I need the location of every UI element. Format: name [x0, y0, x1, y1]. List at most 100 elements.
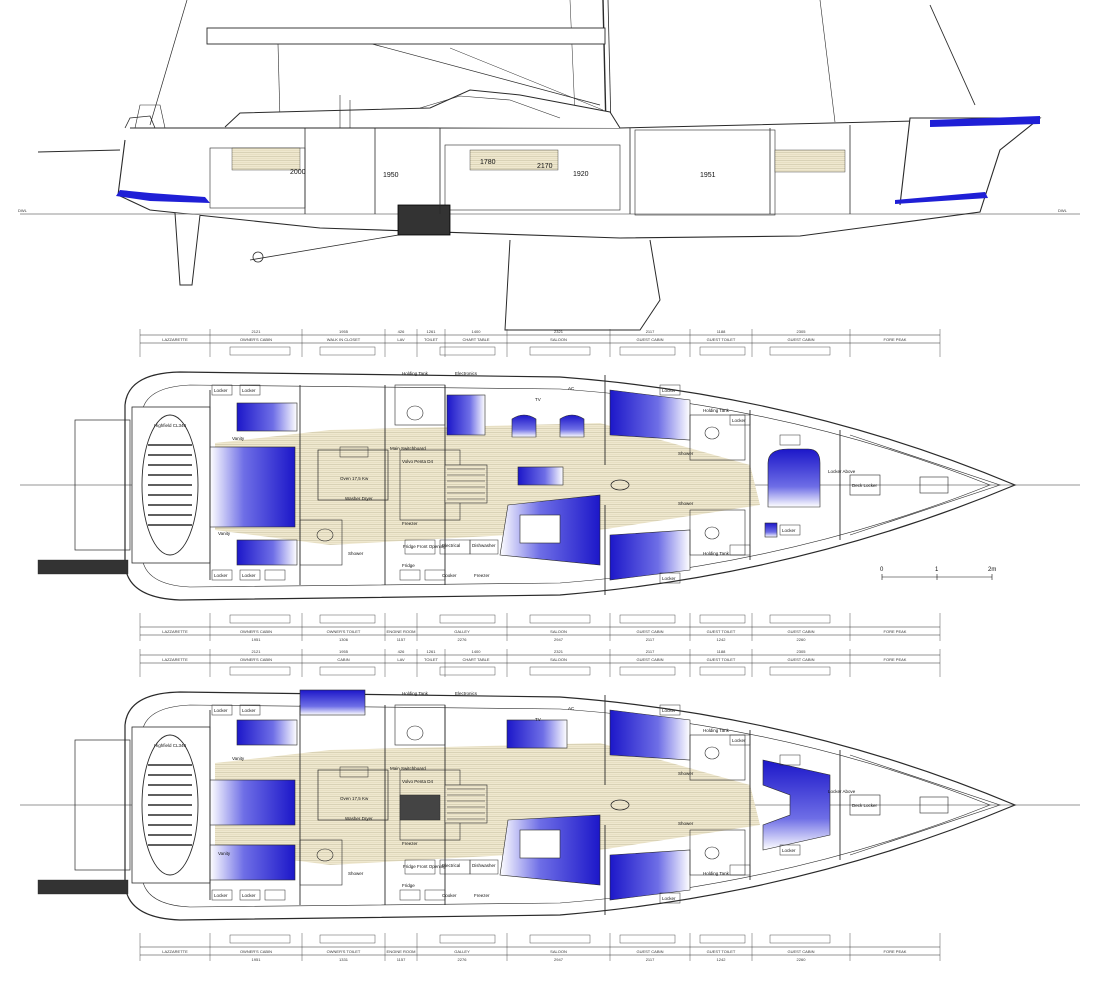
locker-label-2: Locker	[242, 708, 256, 713]
bottom-zone-label: OWNER'S TOILET	[327, 949, 361, 954]
locker	[729, 544, 751, 556]
anchor-locker	[919, 796, 949, 814]
height-dim-4: 2170	[537, 163, 553, 170]
guest-head-stbd	[689, 829, 746, 876]
toilet-bowl-aft	[316, 848, 334, 862]
aft-head	[299, 839, 343, 886]
locker	[729, 864, 751, 876]
deck-locker-label: Deck Locker	[852, 803, 878, 808]
vanity-label-top: Vanity	[232, 756, 245, 761]
passerelle	[37, 559, 129, 575]
fwd-head	[394, 704, 446, 746]
bottom-dimension: 1306	[339, 637, 349, 642]
locker-label-5: Locker	[662, 388, 676, 393]
header-cell	[769, 666, 831, 676]
bottom-zone-label: SALOON	[550, 629, 567, 634]
owner-settee	[236, 719, 298, 746]
owner-berth	[209, 446, 296, 528]
fridge-unit	[404, 539, 436, 555]
waterline-label-left: DWL	[18, 208, 28, 213]
vang	[349, 37, 601, 106]
top-dimension: 2305	[797, 649, 807, 654]
keel	[504, 239, 661, 331]
companionway	[444, 784, 488, 824]
bottom-zone-label: FORE PEAK	[884, 629, 907, 634]
locker	[239, 889, 261, 901]
scale-bar-label-2: 2m	[988, 567, 996, 573]
bottom-dimension: 2117	[646, 637, 655, 642]
locker	[264, 889, 286, 901]
teak-strip-saloon	[469, 149, 559, 171]
locker-label-3: Locker	[214, 573, 228, 578]
stern-pulpit	[134, 104, 166, 129]
aft-shower-label: Shower	[348, 551, 364, 556]
top-dimension: 2321	[554, 329, 564, 334]
locker	[779, 434, 801, 446]
owner-settee	[236, 402, 298, 432]
locker	[211, 384, 233, 396]
top-zone-label: SALOON	[550, 337, 567, 342]
freezer-label-top: Freezer	[402, 521, 418, 526]
switch-panel	[339, 446, 369, 458]
toilet-bowl-guest	[704, 426, 720, 440]
header-cell	[699, 346, 746, 356]
hull	[117, 117, 1042, 239]
locker-label-7: Locker	[782, 528, 796, 533]
coachroof	[224, 89, 621, 129]
fridge-front-label: Fridge Front Opening	[403, 544, 446, 549]
armchair-2	[559, 414, 585, 438]
teak-floor	[215, 743, 760, 865]
top-dimension: 1188	[717, 329, 726, 334]
tv-label: TV	[535, 397, 541, 402]
locker-label-1: Locker	[214, 388, 228, 393]
guest-holding-tank-top: Holding Tank	[703, 408, 730, 413]
top-dimension: 1400	[472, 329, 482, 334]
guest-head-port	[689, 734, 746, 781]
header-cell	[319, 346, 376, 356]
guest-holding-tank-bottom: Holding Tank	[703, 551, 730, 556]
bottom-zone-label: GUEST CABIN	[787, 949, 814, 954]
toilet-bowl-mid	[406, 725, 424, 741]
bottom-dimension: 2947	[554, 637, 564, 642]
dishwasher-unit	[469, 539, 499, 555]
footer-cell	[769, 614, 831, 624]
armchair	[511, 414, 537, 438]
bottom-zone-label: OWNER'S TOILET	[327, 629, 361, 634]
boot-stripe-fwd	[895, 192, 988, 204]
top-zone-label: TOILET	[424, 337, 438, 342]
switchboard-label: Main Switchboard	[390, 446, 426, 451]
bottom-zone-label: FORE PEAK	[884, 949, 907, 954]
locker-label-7: Locker	[782, 848, 796, 853]
boot-stripe-aft	[116, 190, 210, 203]
footer-cell	[229, 614, 291, 624]
deck-locker	[849, 474, 881, 496]
height-dim-3: 1780	[480, 159, 496, 166]
saloon-seat	[506, 719, 568, 749]
top-zone-label: FORE PEAK	[884, 337, 907, 342]
cooker-label: Cooker	[442, 893, 457, 898]
top-dimension: 1261	[427, 649, 437, 654]
height-dim-5: 1920	[573, 171, 589, 178]
top-dimension: 1261	[427, 329, 437, 334]
waterline-label-right: DWL	[1058, 208, 1068, 213]
bottom-zone-label: LAZZARETTE	[162, 949, 188, 954]
freezer-label-bottom: Freezer	[474, 573, 490, 578]
switch-panel	[339, 766, 369, 778]
top-zone-label: WALK IN CLOSET	[327, 337, 361, 342]
bottom-dimension: 2947	[554, 957, 564, 962]
footer-cell	[769, 934, 831, 944]
top-zone-label: GUEST CABIN	[636, 337, 663, 342]
bottom-dimension: 1331	[339, 957, 349, 962]
locker-above-label: Locker Above	[828, 469, 856, 474]
coachroof-window	[419, 95, 561, 119]
engine	[397, 204, 451, 236]
top-dimension: 2305	[797, 329, 807, 334]
fridge-label: Fridge	[402, 563, 415, 568]
bottom-zone-label: ENGINE ROOM	[387, 949, 416, 954]
aft-head	[299, 519, 343, 566]
guest-shower-1: Shower	[678, 771, 694, 776]
guest-berth-stbd	[609, 849, 691, 901]
locker	[659, 704, 681, 716]
